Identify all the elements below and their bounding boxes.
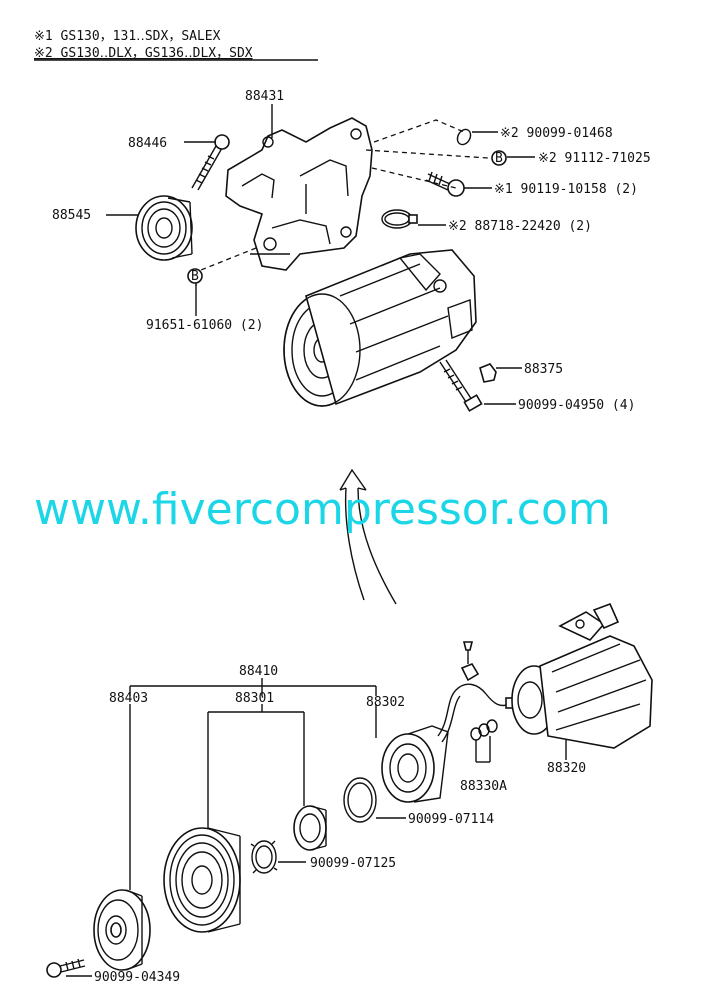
label-91651: 91651-61060 (2)	[146, 318, 263, 333]
group-bracket-88301	[207, 704, 305, 840]
label-88375: 88375	[524, 362, 563, 377]
o-ring-90099-01468	[456, 128, 472, 146]
clutch-pulley-88301	[163, 827, 241, 933]
label-88545: 88545	[52, 208, 91, 223]
label-88410: 88410	[239, 664, 278, 679]
clamp-88718-22420	[381, 209, 418, 229]
bolt-88446	[191, 134, 230, 191]
dash-line-4	[195, 247, 257, 273]
label-91112-71025: ※2 91112-71025	[538, 151, 651, 166]
label-88446: 88446	[128, 136, 167, 151]
label-88718-22420: ※2 88718-22420 (2)	[448, 219, 592, 234]
bolt-90099-04349	[46, 958, 86, 978]
snap-ring-90099-07125	[250, 840, 278, 874]
marker-b-upper-left: B	[187, 268, 203, 284]
watermark-text: www.fivercompressor.com	[34, 484, 611, 535]
stud-bolt-90099-04950	[439, 359, 483, 412]
header-line-1: ※1 GS130，131‥SDX，SALEX	[34, 29, 221, 44]
label-90119-10158: ※1 90119-10158 (2)	[494, 182, 638, 197]
label-90099-07125: 90099-07125	[310, 856, 396, 871]
bearing	[293, 805, 327, 851]
label-90099-07114: 90099-07114	[408, 812, 494, 827]
terminals-88330A	[470, 719, 498, 763]
dash-line-1	[373, 119, 465, 143]
svg-text:B: B	[191, 269, 199, 284]
label-88431: 88431	[245, 89, 284, 104]
marker-b-upper-right: B	[491, 150, 507, 166]
bolt-90119-10158	[425, 171, 465, 197]
label-88330A: 88330A	[460, 779, 507, 794]
dash-line-2	[371, 167, 457, 189]
label-88403: 88403	[109, 691, 148, 706]
idler-pulley-88545	[135, 195, 193, 261]
label-88301: 88301	[235, 691, 274, 706]
label-88320: 88320	[547, 761, 586, 776]
clutch-hub-88403	[93, 889, 151, 971]
label-88302: 88302	[366, 695, 405, 710]
label-90099-04950: 90099-04950 (4)	[518, 398, 635, 413]
svg-text:B: B	[495, 151, 503, 166]
bracket-88431	[225, 117, 373, 271]
valve-cap-88375	[479, 363, 497, 383]
group-bracket-88410	[129, 678, 377, 696]
header-line-2: ※2 GS130‥DLX，GS136‥DLX，SDX	[34, 46, 253, 61]
compressor-body-upper	[283, 249, 477, 407]
assembly-arrow	[339, 468, 397, 605]
wire-harness	[437, 641, 519, 743]
field-coil-88302	[381, 725, 449, 803]
compressor-88320	[511, 602, 653, 760]
snap-ring-90099-07114	[343, 777, 377, 823]
label-90099-04349: 90099-04349	[94, 970, 180, 985]
dash-line-3	[365, 149, 489, 159]
label-90099-01468: ※2 90099-01468	[500, 126, 613, 141]
